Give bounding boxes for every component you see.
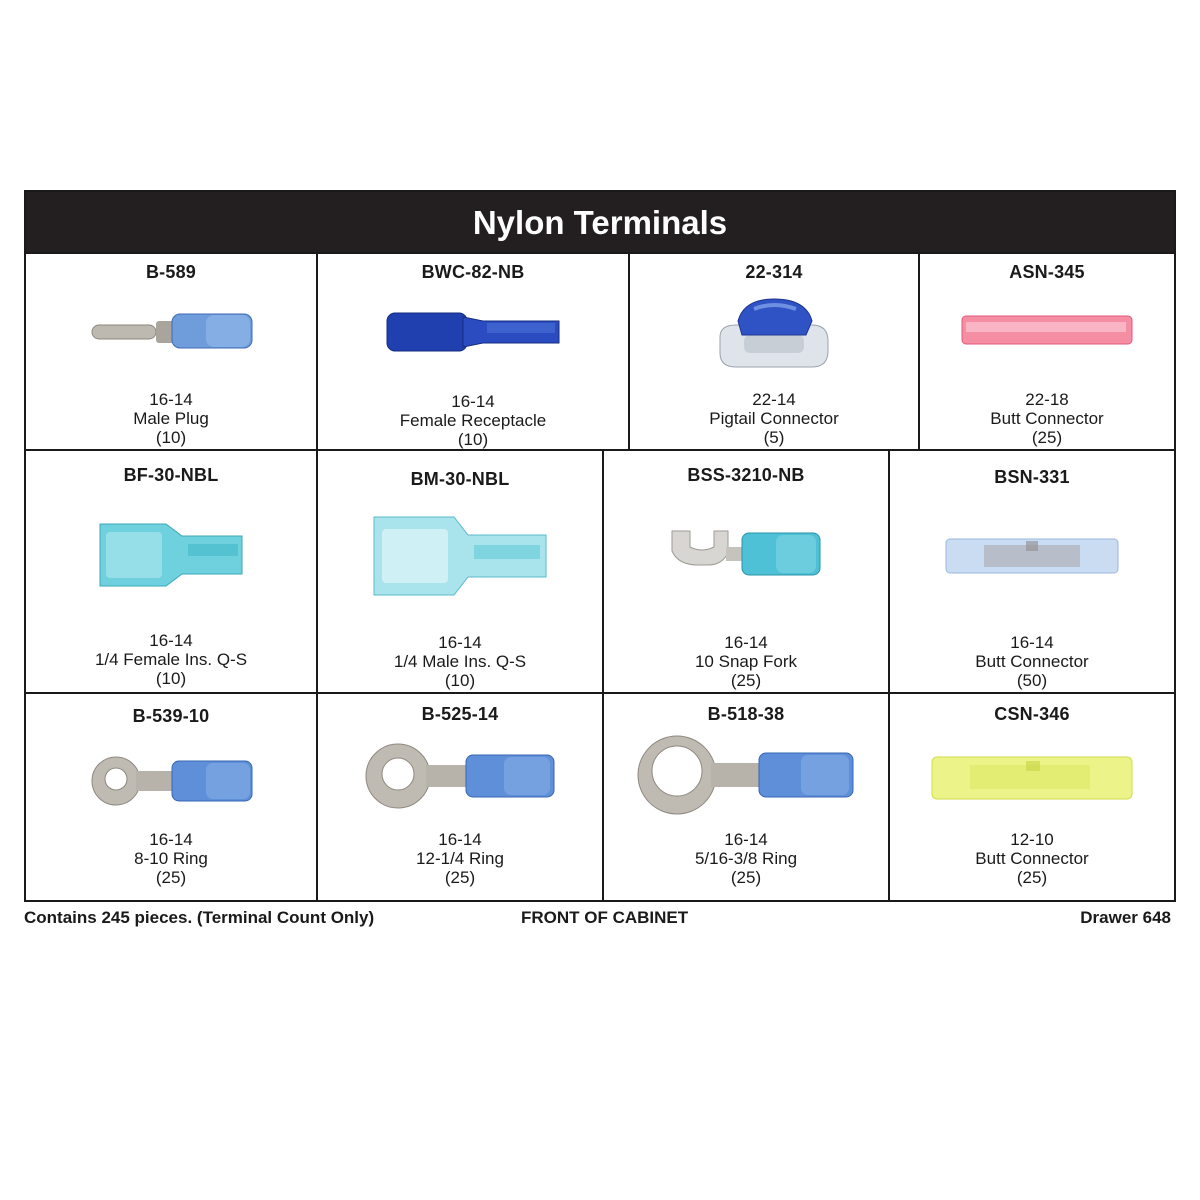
terminal-name: Butt Connector — [990, 409, 1104, 428]
pigtail-connector-icon — [719, 298, 829, 368]
terminal-name: Male Plug — [133, 409, 209, 428]
part-number: BSS-3210-NB — [687, 465, 805, 485]
cell-bf-30-nbl: BF-30-NBL 16-14 1/4 Female Ins. Q-S (10) — [26, 451, 316, 692]
wire-gauge: 16-14 — [438, 830, 482, 849]
cell-b-539-10: B-539-10 16-14 8-10 Ring (25) — [26, 694, 316, 900]
front-of-cabinet-label: FRONT OF CABINET — [521, 908, 689, 927]
wire-gauge: 16-14 — [149, 390, 193, 409]
wire-gauge: 16-14 — [438, 633, 482, 652]
title-bar: Nylon Terminals — [26, 192, 1174, 252]
ring-terminal-icon — [637, 735, 854, 815]
quantity: (10) — [444, 671, 476, 690]
butt-connector-icon — [961, 315, 1133, 345]
female-quick-slide-icon — [99, 523, 243, 587]
cell-asn-345: ASN-345 22-18 Butt Connector (25) — [918, 254, 1174, 449]
quantity: (10) — [155, 428, 187, 447]
part-number: 22-314 — [745, 262, 803, 282]
cell-bsn-331: BSN-331 16-14 Butt Connector (50) — [888, 451, 1174, 692]
quantity: (25) — [444, 868, 476, 887]
ring-terminal-icon — [365, 743, 555, 809]
page-title: Nylon Terminals — [472, 204, 728, 241]
terminal-name: Pigtail Connector — [709, 409, 839, 428]
quantity: (50) — [1016, 671, 1048, 690]
quantity: (25) — [1031, 428, 1063, 447]
part-number: ASN-345 — [1009, 262, 1085, 282]
wire-gauge: 16-14 — [1010, 633, 1054, 652]
terminal-name: 1/4 Female Ins. Q-S — [94, 650, 248, 669]
terminal-name: 1/4 Male Ins. Q-S — [393, 652, 527, 671]
quantity: (10) — [457, 430, 489, 449]
wire-gauge: 12-10 — [1010, 830, 1054, 849]
part-number: B-539-10 — [132, 706, 210, 726]
terminal-name: Female Receptacle — [399, 411, 547, 430]
part-number: B-589 — [145, 262, 197, 282]
terminal-name: 12-1/4 Ring — [416, 849, 504, 868]
terminal-name: 5/16-3/8 Ring — [694, 849, 798, 868]
wire-gauge: 16-14 — [149, 631, 193, 650]
quantity: (5) — [763, 428, 785, 447]
terminal-name: 10 Snap Fork — [694, 652, 798, 671]
female-receptacle-icon — [386, 312, 560, 352]
ring-terminal-icon — [91, 756, 253, 806]
part-number: B-518-38 — [707, 704, 785, 724]
wire-gauge: 22-14 — [752, 390, 796, 409]
row-3: B-539-10 16-14 8-10 Ring (25) B-525-14 — [26, 692, 1174, 900]
snap-fork-icon — [671, 530, 821, 576]
wire-gauge: 16-14 — [149, 830, 193, 849]
cell-b-589: B-589 16-14 Male Plug (10) — [26, 254, 316, 449]
cell-b-518-38: B-518-38 16-14 5/16-3/8 Ring (25) — [602, 694, 888, 900]
part-number: BF-30-NBL — [123, 465, 219, 485]
row-2: BF-30-NBL 16-14 1/4 Female Ins. Q-S (10)… — [26, 449, 1174, 692]
quantity: (25) — [730, 868, 762, 887]
butt-connector-icon — [931, 756, 1133, 800]
part-number: CSN-346 — [994, 704, 1070, 724]
quantity: (10) — [155, 669, 187, 688]
part-number: BWC-82-NB — [421, 262, 525, 282]
cell-22-314: 22-314 22-14 Pigtail Connector (5) — [628, 254, 918, 449]
terminal-assortment-card: Nylon Terminals B-589 16-14 Male Plug (1… — [24, 190, 1176, 902]
cell-bss-3210-nb: BSS-3210-NB 16-14 10 Snap Fork (25) — [602, 451, 888, 692]
part-number: BM-30-NBL — [410, 469, 510, 489]
cell-bm-30-nbl: BM-30-NBL 16-14 1/4 Male Ins. Q-S (10) — [316, 451, 602, 692]
wire-gauge: 16-14 — [724, 633, 768, 652]
quantity: (25) — [155, 868, 187, 887]
row-1: B-589 16-14 Male Plug (10) BWC-82-NB — [26, 252, 1174, 449]
quantity: (25) — [1016, 868, 1048, 887]
wire-gauge: 22-18 — [1025, 390, 1069, 409]
male-plug-icon — [91, 313, 253, 349]
butt-connector-icon — [945, 538, 1119, 574]
terminal-name: 8-10 Ring — [134, 849, 208, 868]
part-number: B-525-14 — [421, 704, 499, 724]
cell-b-525-14: B-525-14 16-14 12-1/4 Ring (25) — [316, 694, 602, 900]
quantity: (25) — [730, 671, 762, 690]
drawer-number: Drawer 648 — [1080, 908, 1171, 927]
terminal-name: Butt Connector — [975, 849, 1089, 868]
part-number: BSN-331 — [994, 467, 1070, 487]
cell-csn-346: CSN-346 12-10 Butt Connector (25) — [888, 694, 1174, 900]
wire-gauge: 16-14 — [724, 830, 768, 849]
cell-bwc-82-nb: BWC-82-NB 16-14 Female Receptacle (10) — [316, 254, 628, 449]
contents-note: Contains 245 pieces. (Terminal Count Onl… — [24, 908, 375, 927]
male-quick-slide-icon — [373, 516, 547, 596]
wire-gauge: 16-14 — [451, 392, 495, 411]
terminal-name: Butt Connector — [975, 652, 1089, 671]
